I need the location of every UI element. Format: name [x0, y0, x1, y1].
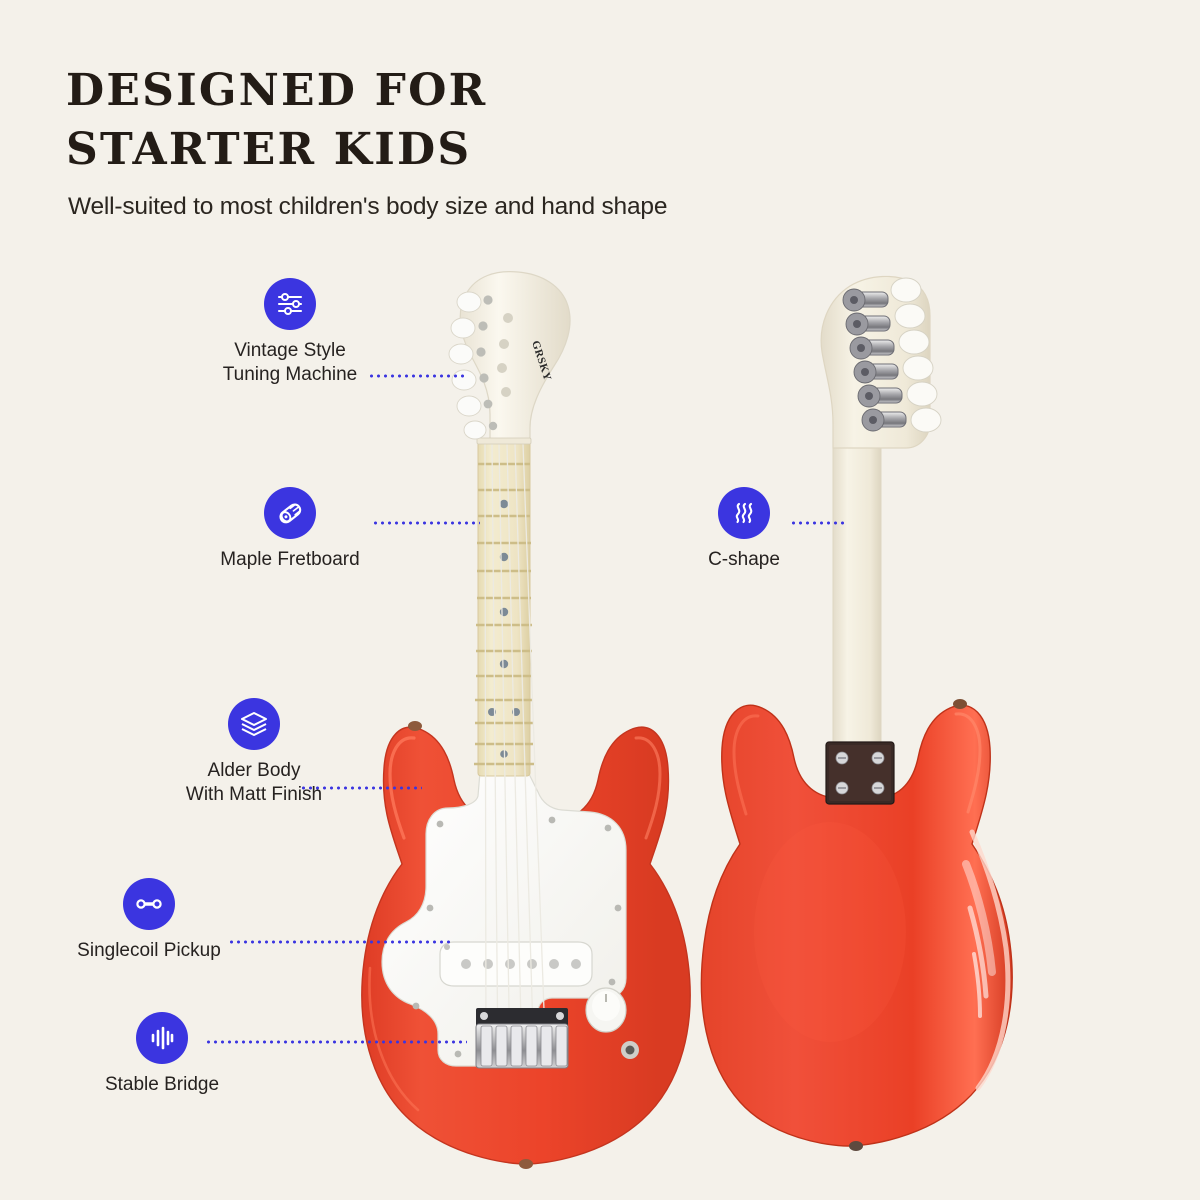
- pickup-bar-icon: [123, 878, 175, 930]
- feature-label-tuning-machine: Vintage Style Tuning Machine: [222, 340, 358, 385]
- guitar-neck-back: [832, 447, 882, 759]
- waves-icon: [718, 487, 770, 539]
- feature-label-maple-fretboard: Maple Fretboard: [220, 549, 360, 570]
- tuning-machines-back: [842, 277, 942, 433]
- page-title: DESIGNED FOR STARTER KIDS: [66, 65, 488, 175]
- connector-stable-bridge: [205, 1040, 467, 1044]
- feature-singlecoil-pickup[interactable]: Singlecoil Pickup: [58, 878, 240, 963]
- waveform-icon: [136, 1012, 188, 1064]
- page-subtitle: Well-suited to most children's body size…: [68, 193, 668, 220]
- feature-maple-fretboard[interactable]: Maple Fretboard: [198, 487, 382, 572]
- sliders-icon: [264, 278, 316, 330]
- connector-alder-body: [300, 786, 422, 790]
- headstock-back: [820, 275, 942, 449]
- tuning-machines-front: [448, 291, 513, 440]
- volume-knob: [585, 987, 627, 1033]
- feature-tuning-machine[interactable]: Vintage Style Tuning Machine: [198, 278, 382, 387]
- feature-label-alder-body: Alder Body With Matt Finish: [185, 760, 323, 805]
- connector-singlecoil-pickup: [228, 940, 452, 944]
- connector-c-shape: [790, 521, 846, 525]
- wood-log-icon: [264, 487, 316, 539]
- feature-stable-bridge[interactable]: Stable Bridge: [78, 1012, 246, 1097]
- feature-c-shape[interactable]: C-shape: [660, 487, 828, 572]
- feature-label-c-shape: C-shape: [708, 549, 780, 570]
- guitar-body-back: [700, 699, 1013, 1151]
- neck-plate: [825, 741, 895, 805]
- electric-guitar-front: GRSKY: [330, 268, 710, 1173]
- connector-tuning-machine: [368, 374, 468, 378]
- pickguard: [381, 771, 627, 1067]
- singlecoil-pickup: [439, 941, 593, 987]
- headstock-front: GRSKY: [448, 271, 571, 445]
- layers-icon: [228, 698, 280, 750]
- guitar-strings-front: [484, 443, 547, 1065]
- connector-maple-fretboard: [372, 521, 480, 525]
- feature-label-singlecoil-pickup: Singlecoil Pickup: [77, 940, 221, 961]
- feature-alder-body[interactable]: Alder Body With Matt Finish: [157, 698, 351, 807]
- guitar-bridge: [475, 1008, 569, 1069]
- feature-label-stable-bridge: Stable Bridge: [104, 1074, 220, 1095]
- electric-guitar-back: [700, 272, 1050, 1157]
